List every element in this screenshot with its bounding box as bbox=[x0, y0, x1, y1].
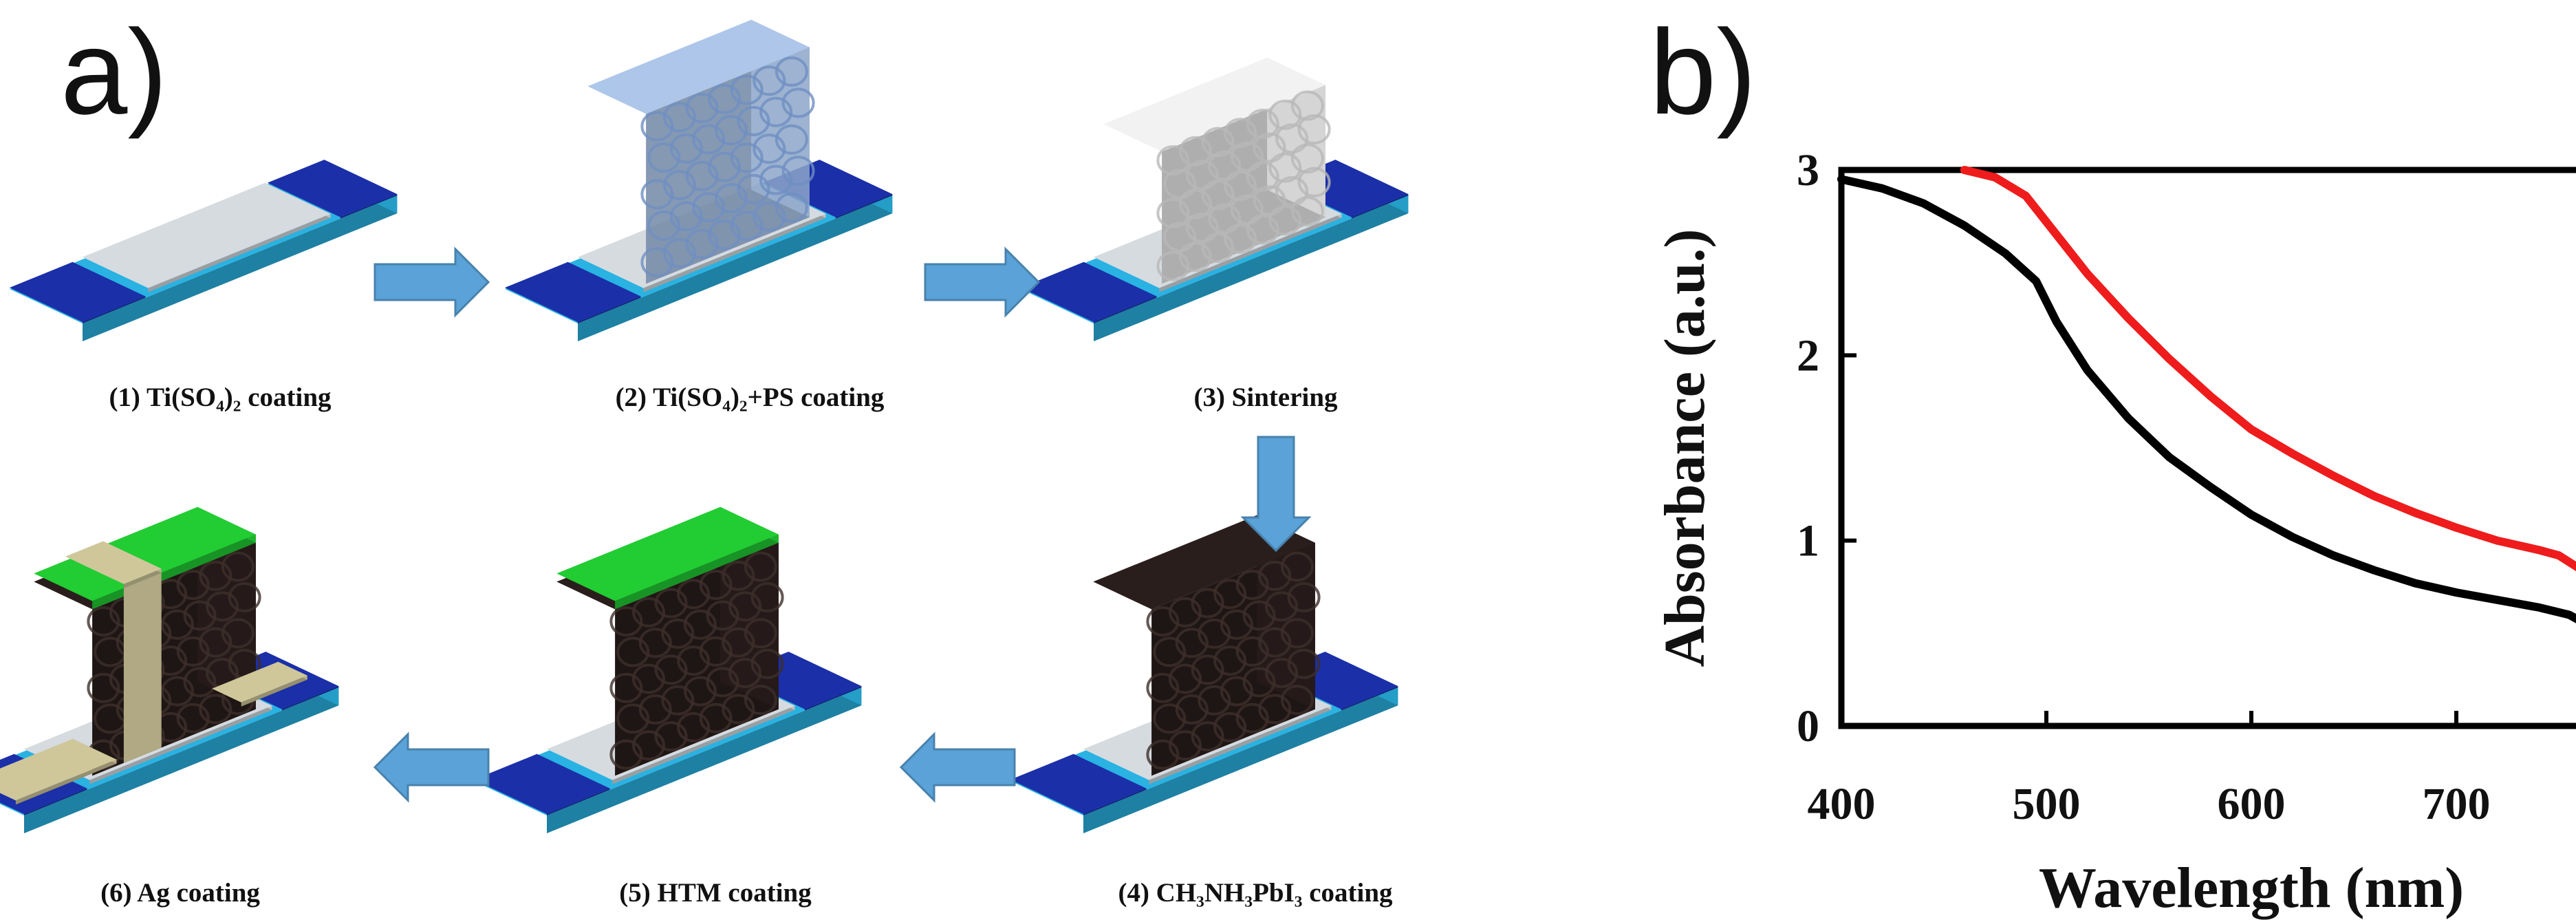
ag-side-strip bbox=[212, 661, 307, 707]
y-tick-label: 0 bbox=[1797, 701, 1819, 751]
step-2-caption: (2) Ti(SO₄)₂+PS coating bbox=[615, 383, 885, 412]
x-tick-label: 600 bbox=[2218, 779, 2286, 829]
device-step-3 bbox=[1021, 57, 1409, 341]
step-6-caption: (6) Ag coating bbox=[100, 878, 260, 908]
ag-front-strip bbox=[123, 573, 162, 763]
y-tick-label: 2 bbox=[1797, 330, 1819, 381]
x-tick-label: 400 bbox=[1808, 779, 1876, 829]
arrow-5-to-6 bbox=[373, 731, 490, 803]
pore-texture bbox=[1156, 90, 1331, 281]
fabrication-schematic bbox=[0, 19, 1409, 833]
compact-layer bbox=[82, 182, 331, 292]
porous-scaffold bbox=[1103, 57, 1325, 284]
step-1-caption: (1) Ti(SO₄)₂ coating bbox=[109, 383, 332, 412]
arrow-2-to-3 bbox=[924, 246, 1041, 318]
electrode-left bbox=[474, 753, 610, 815]
panel-a-label: a) bbox=[61, 6, 168, 140]
electrode-left bbox=[1021, 261, 1157, 323]
x-axis-title: Wavelength (nm) bbox=[2039, 856, 2464, 920]
device-step-6 bbox=[0, 506, 339, 833]
htm-layer bbox=[556, 506, 779, 610]
arrow-1-to-2 bbox=[374, 246, 490, 318]
pore-texture bbox=[609, 551, 784, 770]
electrode-left bbox=[10, 261, 146, 323]
device-step-1 bbox=[10, 160, 398, 341]
y-tick-label: 1 bbox=[1797, 516, 1819, 566]
plot-frame bbox=[1838, 167, 2576, 729]
pore-texture bbox=[87, 551, 261, 770]
electrode-right bbox=[267, 160, 398, 219]
absorbance-chart: 4005006007008000123 Wavelength (nm) Abso… bbox=[1653, 145, 2576, 920]
series-black-line bbox=[1837, 175, 2576, 623]
x-tick-label: 500 bbox=[2013, 779, 2081, 829]
device-step-2 bbox=[505, 19, 893, 341]
device-step-4 bbox=[1010, 515, 1398, 833]
electrode-left bbox=[1010, 753, 1147, 815]
x-tick-label: 700 bbox=[2423, 779, 2491, 829]
ag-top-strip bbox=[65, 541, 162, 588]
y-axis-title: Absorbance (a.u.) bbox=[1653, 228, 1717, 667]
y-tick-label: 3 bbox=[1797, 145, 1819, 195]
pore-texture bbox=[1146, 551, 1321, 770]
arrow-3-to-4 bbox=[1240, 436, 1312, 553]
step-3-caption: (3) Sintering bbox=[1193, 383, 1338, 412]
step-5-caption: (5) HTM coating bbox=[619, 878, 812, 908]
electrode-left bbox=[505, 261, 641, 323]
ag-bottom-strip bbox=[0, 738, 117, 805]
panel-b-label: b) bbox=[1649, 6, 1757, 140]
device-step-5 bbox=[474, 506, 862, 833]
pore-texture bbox=[640, 56, 815, 278]
step-4-caption: (4) CH₃NH₃PbI₃ coating bbox=[1118, 878, 1393, 908]
series-red-line bbox=[1960, 166, 2576, 572]
arrow-4-to-5 bbox=[899, 731, 1016, 803]
